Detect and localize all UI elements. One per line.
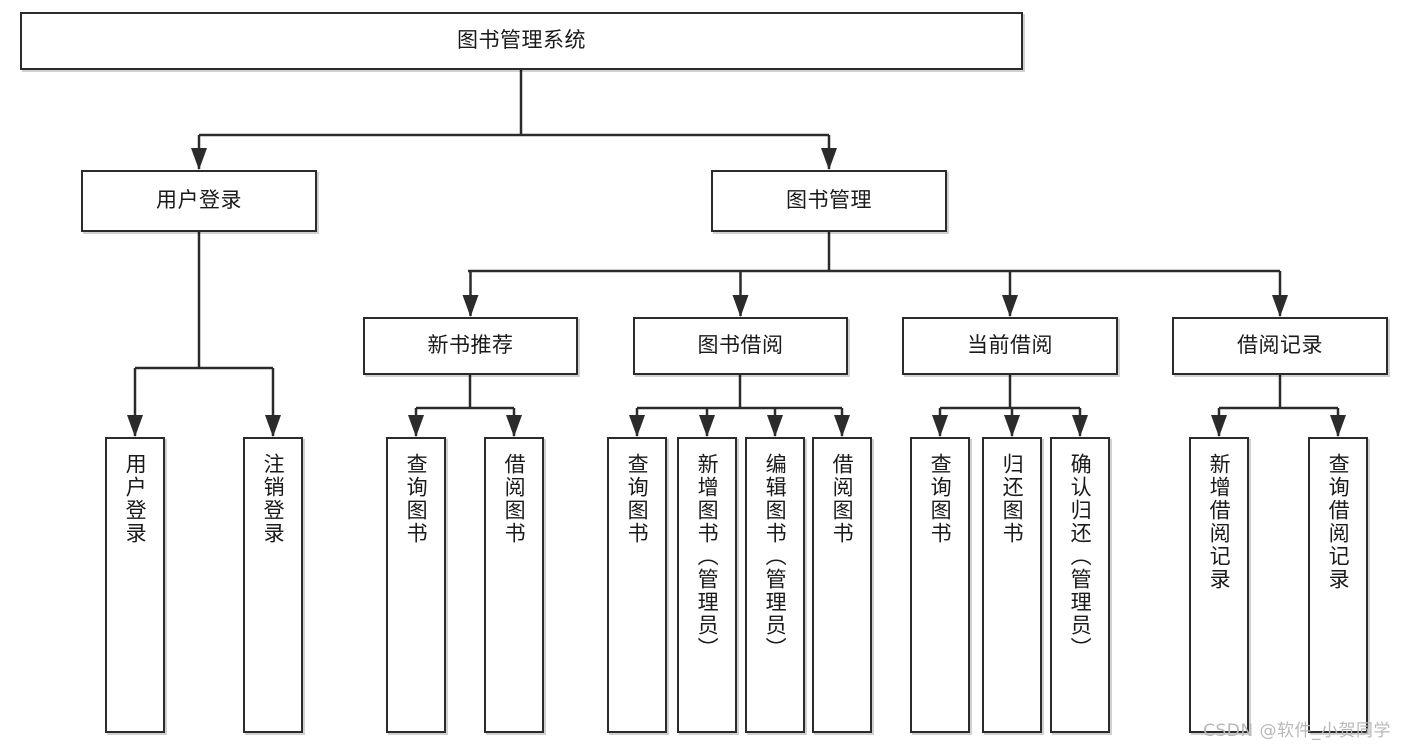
node-leaf-rc-query[interactable]: 查询借阅记录 [1308, 437, 1368, 733]
arrowhead-newbooks [462, 295, 479, 317]
arrowhead-leaf-cu-return [1004, 415, 1020, 437]
arrowhead-borrow [732, 295, 749, 317]
arrowhead-records [1272, 295, 1288, 317]
node-leaf-bo-borrow[interactable]: 借阅图书 [812, 437, 872, 733]
node-label-bookmgmt: 图书管理 [786, 188, 872, 213]
arrowhead-leaf-bo-query [629, 415, 645, 437]
node-label-leaf-bo-borrow: 借阅图书 [830, 453, 855, 545]
node-label-leaf-nb-query: 查询图书 [404, 453, 429, 545]
node-label-leaf-bo-add: 新增图书（管理员） [695, 453, 720, 660]
arrowhead-login [191, 148, 207, 170]
arrowhead-leaf-cu-query [932, 415, 948, 437]
node-label-leaf-bo-edit: 编辑图书（管理员） [763, 453, 788, 660]
node-leaf-rc-add[interactable]: 新增借阅记录 [1189, 437, 1249, 733]
node-current[interactable]: 当前借阅 [902, 317, 1118, 375]
node-newbooks[interactable]: 新书推荐 [363, 317, 578, 375]
node-login[interactable]: 用户登录 [81, 170, 317, 232]
node-leaf-bo-add[interactable]: 新增图书（管理员） [677, 437, 737, 733]
node-leaf-user-logout[interactable]: 注销登录 [243, 437, 303, 733]
node-label-leaf-rc-add: 新增借阅记录 [1207, 453, 1232, 591]
arrowhead-leaf-bo-borrow [834, 415, 850, 437]
arrowhead-leaf-user-logout [265, 415, 281, 437]
arrowhead-leaf-nb-query [408, 415, 424, 437]
node-label-current: 当前借阅 [967, 333, 1053, 358]
arrowhead-bookmgmt [821, 148, 837, 170]
node-label-newbooks: 新书推荐 [427, 333, 514, 358]
node-label-login: 用户登录 [156, 188, 242, 213]
node-leaf-cu-query[interactable]: 查询图书 [910, 437, 970, 733]
node-records[interactable]: 借阅记录 [1172, 317, 1388, 375]
node-label-borrow: 图书借阅 [697, 333, 784, 358]
arrowhead-leaf-bo-edit [767, 415, 783, 437]
node-label-leaf-cu-return: 归还图书 [1000, 453, 1025, 545]
node-label-leaf-user-login: 用户登录 [123, 453, 148, 545]
node-leaf-bo-query[interactable]: 查询图书 [607, 437, 667, 733]
node-leaf-user-login[interactable]: 用户登录 [105, 437, 165, 733]
arrowhead-leaf-rc-query [1330, 415, 1346, 437]
node-label-leaf-bo-query: 查询图书 [625, 453, 650, 545]
node-leaf-cu-return[interactable]: 归还图书 [982, 437, 1042, 733]
node-label-leaf-nb-borrow: 借阅图书 [502, 453, 527, 545]
node-label-root: 图书管理系统 [457, 28, 586, 53]
watermark: CSDN @软件_小贺同学 [1203, 721, 1391, 741]
node-leaf-nb-query[interactable]: 查询图书 [386, 437, 446, 733]
arrowhead-leaf-cu-confirm [1072, 415, 1088, 437]
node-label-leaf-rc-query: 查询借阅记录 [1326, 453, 1351, 591]
node-borrow[interactable]: 图书借阅 [633, 317, 848, 375]
node-leaf-nb-borrow[interactable]: 借阅图书 [484, 437, 544, 733]
arrowhead-leaf-rc-add [1211, 415, 1227, 437]
node-leaf-cu-confirm[interactable]: 确认归还（管理员） [1050, 437, 1110, 733]
arrowhead-leaf-bo-add [699, 415, 715, 437]
node-label-leaf-cu-confirm: 确认归还（管理员） [1068, 453, 1093, 660]
node-root[interactable]: 图书管理系统 [20, 12, 1023, 70]
node-leaf-bo-edit[interactable]: 编辑图书（管理员） [745, 437, 805, 733]
arrowhead-leaf-user-login [127, 415, 143, 437]
node-label-leaf-user-logout: 注销登录 [261, 453, 286, 545]
node-label-leaf-cu-query: 查询图书 [928, 453, 953, 545]
arrowhead-leaf-nb-borrow [506, 415, 522, 437]
node-label-records: 借阅记录 [1237, 333, 1323, 358]
arrowhead-current [1002, 295, 1018, 317]
node-bookmgmt[interactable]: 图书管理 [711, 170, 947, 232]
